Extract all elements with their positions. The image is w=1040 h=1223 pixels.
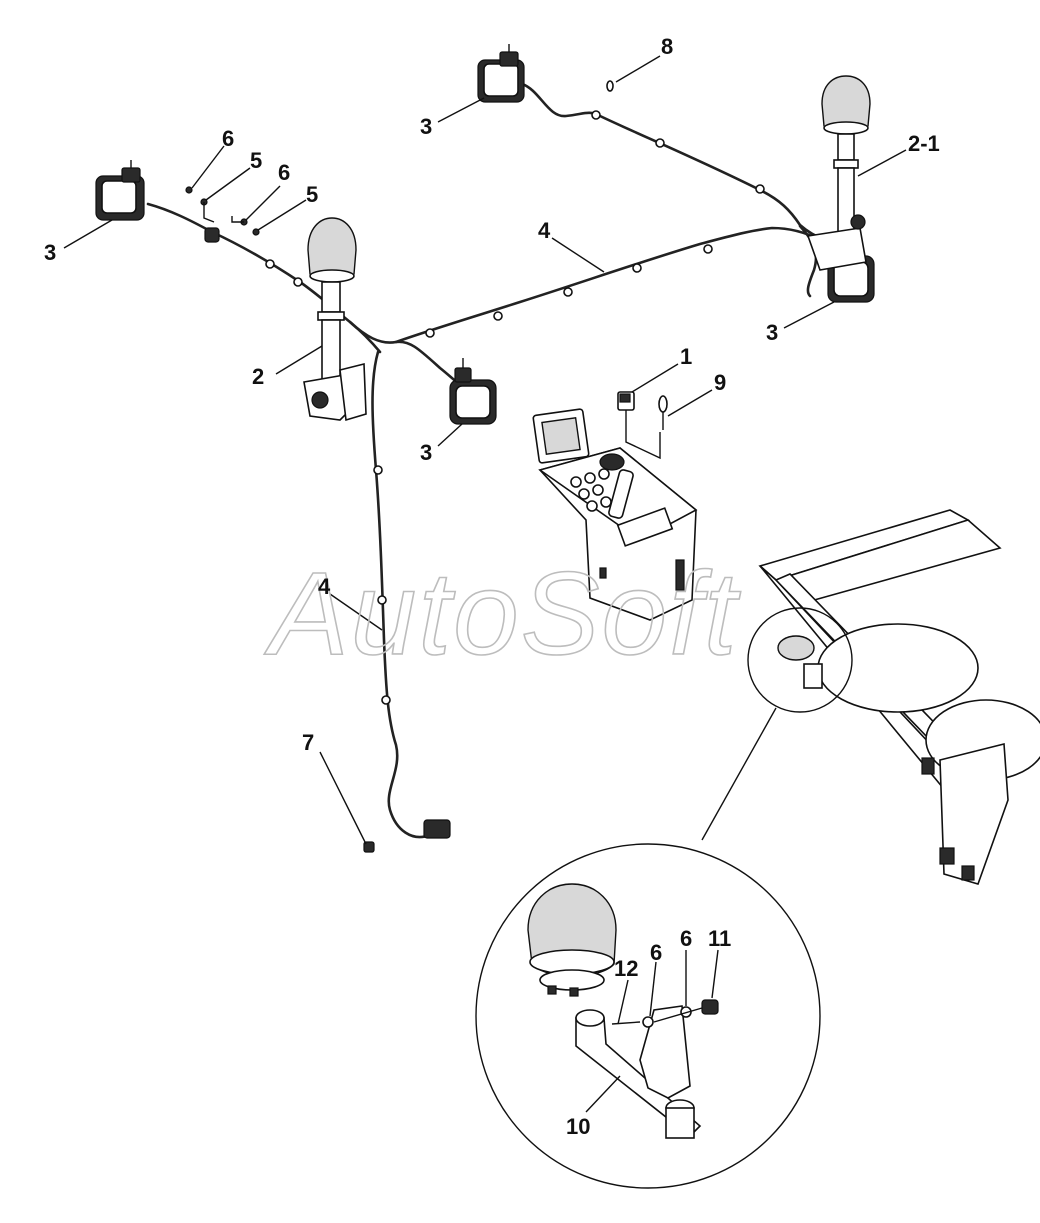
detail-view bbox=[475, 843, 821, 1189]
watermark: AutoSoft bbox=[264, 548, 741, 680]
callout-12: 12 bbox=[614, 956, 638, 981]
callout-1: 1 bbox=[680, 344, 692, 369]
cab-frame bbox=[758, 509, 1040, 885]
callout-9: 9 bbox=[714, 370, 726, 395]
callout-6: 6 bbox=[650, 940, 662, 965]
console-buttons bbox=[570, 468, 612, 512]
cable-clips bbox=[265, 110, 765, 705]
callout-6: 6 bbox=[680, 926, 692, 951]
callout-10: 10 bbox=[566, 1114, 590, 1139]
work-lamp-right bbox=[825, 243, 875, 303]
callout-5: 5 bbox=[306, 182, 318, 207]
callout-8: 8 bbox=[661, 34, 673, 59]
callout-4: 4 bbox=[538, 218, 551, 243]
callout-5: 5 bbox=[250, 148, 262, 173]
callout-6: 6 bbox=[278, 160, 290, 185]
work-lamp-top bbox=[477, 44, 525, 103]
beacon-mast-left bbox=[303, 217, 367, 422]
callout-3: 3 bbox=[420, 440, 432, 465]
operator-console bbox=[532, 408, 698, 621]
leader-lines bbox=[63, 55, 907, 1113]
small-hardware bbox=[185, 80, 614, 853]
detail-leader bbox=[701, 707, 777, 841]
callout-3: 3 bbox=[766, 320, 778, 345]
callout-3: 3 bbox=[44, 240, 56, 265]
switch-and-key bbox=[617, 391, 668, 460]
callout-labels: 8 3 2-1 6 5 6 5 3 4 3 2 1 9 3 4 7 6 6 11… bbox=[44, 34, 940, 1139]
callout-11: 11 bbox=[708, 926, 731, 951]
detail-circle-small bbox=[747, 607, 853, 713]
callout-2-1: 2-1 bbox=[908, 131, 940, 156]
work-lamp-center bbox=[449, 358, 497, 425]
callout-4: 4 bbox=[318, 574, 331, 599]
callout-2: 2 bbox=[252, 364, 264, 389]
work-lamp-far-left bbox=[95, 160, 145, 221]
main-harness-cable bbox=[146, 82, 828, 839]
callout-3: 3 bbox=[420, 114, 432, 139]
beacon-mast-right bbox=[806, 75, 871, 271]
callout-7: 7 bbox=[302, 730, 314, 755]
callout-6: 6 bbox=[222, 126, 234, 151]
